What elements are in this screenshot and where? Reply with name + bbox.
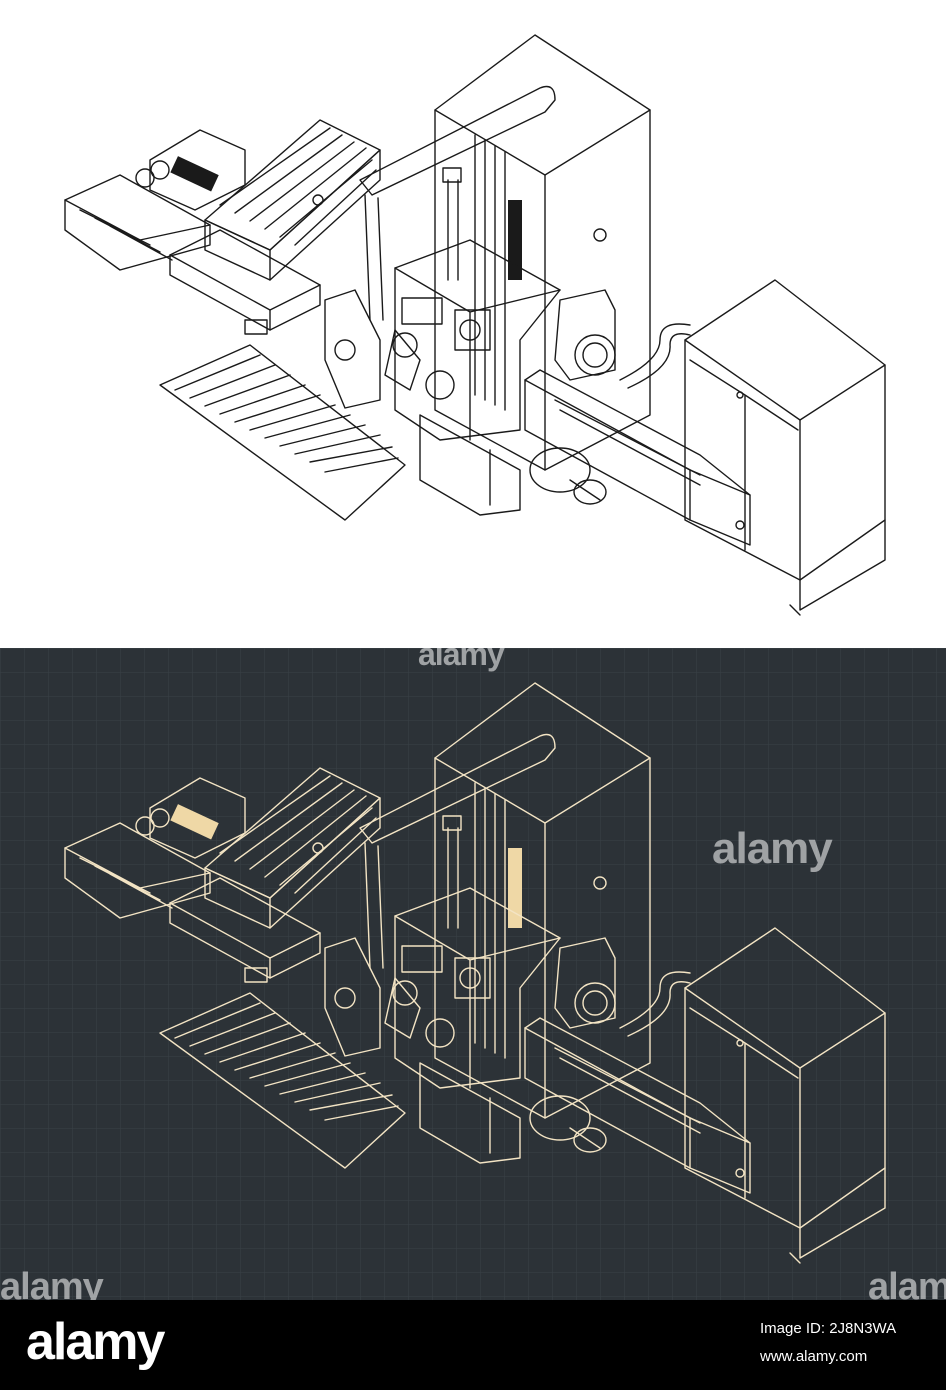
alamy-logo: alamy — [26, 1313, 165, 1371]
machine-drawing-dark — [0, 648, 946, 1300]
floor-plate — [159, 344, 406, 521]
blueprint-grid — [0, 648, 946, 1300]
image-id-text: Image ID: 2J8N3WA — [760, 1320, 897, 1337]
machine-drawing-light — [64, 34, 886, 616]
electrical-cabinet — [684, 279, 886, 581]
boring-mill-machine-dark — [64, 682, 886, 1264]
headstock — [394, 239, 561, 441]
stock-footer: alamy Image ID: 2J8N3WA www.alamy.com — [0, 1300, 946, 1390]
boring-mill-machine-light — [64, 34, 886, 616]
base — [419, 414, 521, 516]
work-table — [204, 119, 381, 251]
light-blueprint-panel — [0, 0, 946, 648]
watermark-center: alamy — [712, 824, 833, 873]
dark-blueprint-panel: alamy alamy alamy alamy — [0, 636, 946, 1308]
overhead-arm — [359, 85, 556, 196]
site-url-text: www.alamy.com — [760, 1348, 868, 1365]
control-pendant — [324, 289, 381, 409]
column — [434, 34, 651, 471]
watermark-top: alamy — [418, 636, 505, 672]
